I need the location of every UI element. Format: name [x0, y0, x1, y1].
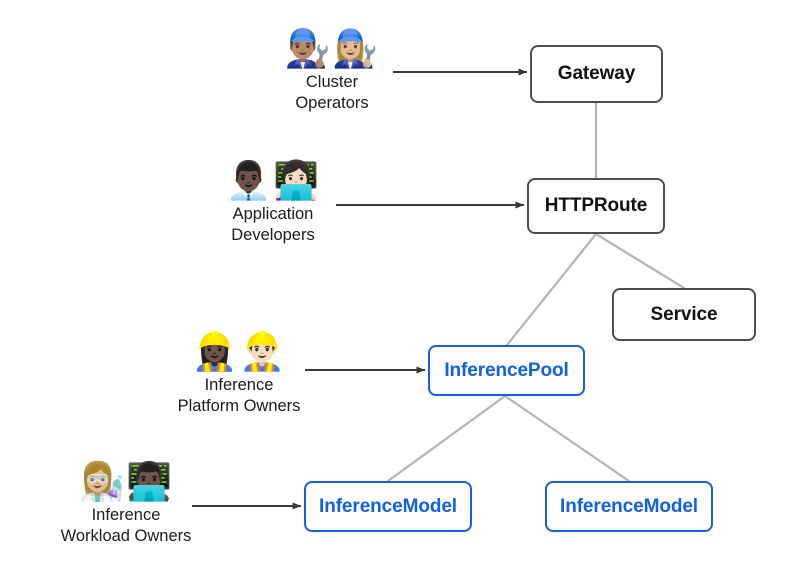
edge-inferencepool-inferencemodel-right	[503, 394, 631, 483]
persona-label: Cluster Operators	[295, 72, 369, 112]
man-mechanic-icon-and-woman-mechanic-icon: 👨🏽‍🔧👩🏼‍🔧	[284, 27, 380, 70]
man-office-worker-icon-and-woman-technologist-icon: 👨🏿‍💼👩🏻‍💻	[225, 159, 321, 202]
persona-inference-workload-owners: 👩🏼‍🔬👨🏿‍💻Inference Workload Owners	[45, 460, 207, 547]
woman-construction-worker-icon-and-man-construction-worker-icon: 👷🏿‍♀️👷🏻‍♂️	[191, 330, 287, 373]
node-inferencemodel-right[interactable]: InferenceModel	[545, 481, 713, 532]
node-inferencepool[interactable]: InferencePool	[428, 345, 585, 396]
node-label: HTTPRoute	[544, 195, 648, 216]
edge-inferencepool-inferencemodel-left	[386, 394, 507, 483]
persona-cluster-operators: 👨🏽‍🔧👩🏼‍🔧Cluster Operators	[262, 27, 402, 114]
woman-scientist-icon-and-man-technologist-icon: 👩🏼‍🔬👨🏿‍💻	[78, 460, 174, 503]
node-service[interactable]: Service	[612, 288, 756, 341]
persona-label: Inference Platform Owners	[177, 375, 301, 415]
node-label: Gateway	[557, 63, 636, 84]
persona-inference-platform-owners: 👷🏿‍♀️👷🏻‍♂️Inference Platform Owners	[163, 330, 315, 417]
node-inferencemodel-left[interactable]: InferenceModel	[304, 481, 472, 532]
edge-httproute-inferencepool	[505, 232, 598, 347]
persona-application-developers: 👨🏿‍💼👩🏻‍💻Application Developers	[203, 159, 343, 246]
node-label: Service	[650, 303, 718, 325]
persona-arrows	[192, 68, 528, 510]
node-label: InferenceModel	[560, 495, 698, 517]
node-label: InferenceModel	[319, 495, 457, 517]
node-label: InferencePool	[444, 359, 569, 381]
persona-label: Inference Workload Owners	[60, 505, 192, 545]
persona-label: Application Developers	[231, 204, 315, 244]
node-gateway[interactable]: Gateway	[530, 45, 663, 103]
edge-httproute-service	[594, 232, 686, 290]
node-httproute[interactable]: HTTPRoute	[527, 178, 665, 234]
